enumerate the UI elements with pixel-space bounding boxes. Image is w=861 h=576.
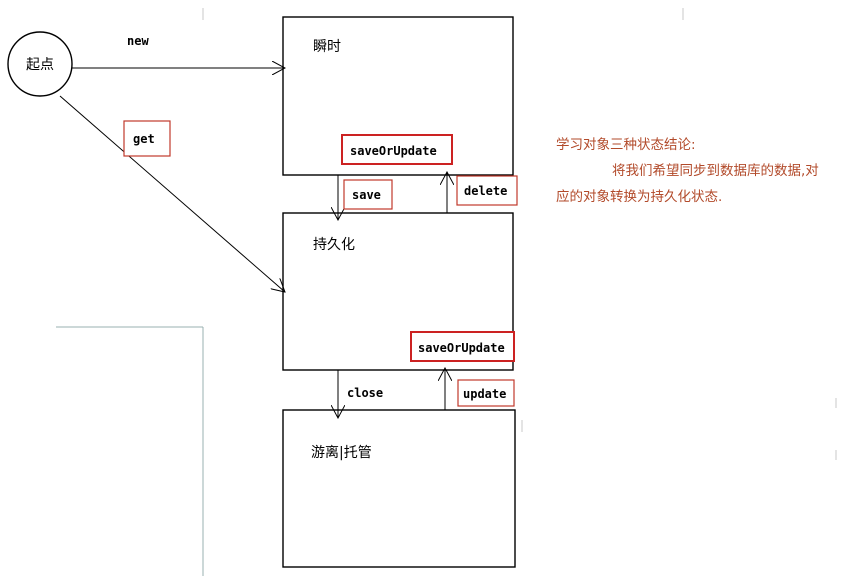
edge-label-save-box bbox=[343, 179, 393, 210]
state-label-transient: 瞬时 bbox=[313, 39, 341, 55]
save-or-update-persistent-label: saveOrUpdate bbox=[418, 341, 505, 355]
start-node-circle bbox=[7, 31, 73, 97]
save-or-update-persistent-box bbox=[410, 331, 515, 362]
edge-label-update: update bbox=[463, 387, 506, 401]
save-or-update-transient-label: saveOrUpdate bbox=[350, 144, 437, 158]
edge-label-delete: delete bbox=[464, 184, 507, 198]
conclusion-note: 学习对象三种状态结论: 将我们希望同步到数据库的数据,对 应的对象转换为持久化状… bbox=[556, 132, 856, 210]
edge-label-delete-box bbox=[456, 175, 518, 206]
edge-get-arrow bbox=[59, 95, 285, 292]
edge-label-update-box bbox=[457, 379, 515, 407]
note-line-2: 应的对象转换为持久化状态. bbox=[556, 189, 723, 205]
note-title: 学习对象三种状态结论: bbox=[556, 137, 696, 153]
edge-label-get-box bbox=[123, 120, 171, 157]
edge-label-new: new bbox=[127, 34, 149, 48]
note-line-1: 将我们希望同步到数据库的数据,对 bbox=[612, 163, 819, 179]
state-label-persistent: 持久化 bbox=[313, 237, 355, 253]
save-or-update-transient-box bbox=[341, 134, 453, 165]
edge-label-get: get bbox=[133, 132, 155, 146]
state-label-detached: 游离|托管 bbox=[311, 444, 372, 461]
start-node-label: 起点 bbox=[26, 57, 54, 73]
edge-label-save: save bbox=[352, 188, 381, 202]
state-box-detached bbox=[282, 409, 516, 568]
edge-label-close: close bbox=[347, 386, 383, 400]
